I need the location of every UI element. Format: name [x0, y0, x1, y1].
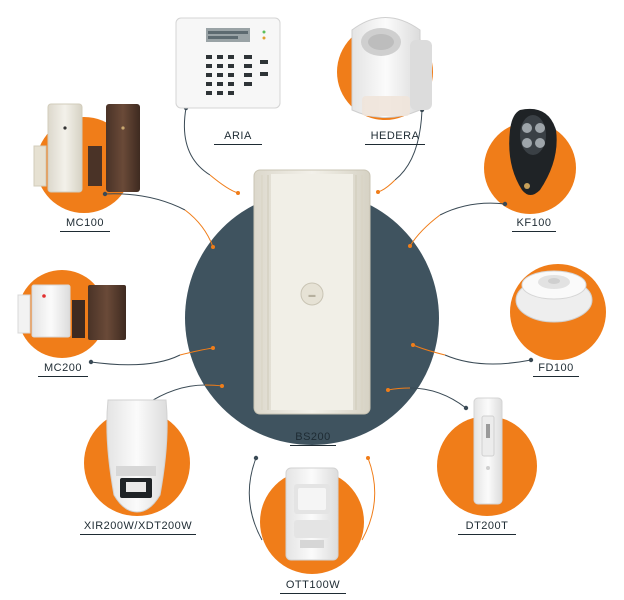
ott100w-label: OTT100W — [285, 579, 341, 591]
dt200t-sensor — [473, 397, 503, 505]
fd100-detector — [515, 270, 593, 323]
ott100w-sensor — [285, 467, 339, 561]
ott100w-label-wrap: OTT100W — [280, 579, 346, 594]
connector-ott100w-left — [248, 457, 263, 541]
xir200w-sensor — [106, 399, 168, 513]
svg-text:▬: ▬ — [309, 292, 316, 299]
connector-ott100w-right — [361, 457, 376, 541]
aria-label-wrap: ARIA — [214, 130, 262, 145]
mc200-contacts — [17, 284, 126, 340]
xir200w-label-wrap: XIR200W/XDT200W — [80, 520, 196, 535]
connector-kf100 — [439, 202, 506, 216]
hedera-label: HEDERA — [370, 130, 420, 142]
mc200-label-wrap: MC200 — [38, 362, 88, 377]
connector-aria — [183, 107, 211, 176]
xir200w-label: XIR200W/XDT200W — [83, 520, 193, 532]
aria-keypad — [175, 17, 281, 109]
mc100-contacts — [33, 103, 140, 193]
fd100-label: FD100 — [538, 362, 574, 374]
fd100-label-wrap: FD100 — [533, 362, 579, 377]
bs200-label: BS200 — [295, 431, 331, 443]
mc100-label-wrap: MC100 — [60, 217, 110, 232]
bs200-device: ▬ — [253, 169, 371, 415]
bs200-label-wrap: BS200 — [290, 431, 336, 446]
mc200-label: MC200 — [44, 362, 82, 374]
mc100-label: MC100 — [66, 217, 104, 229]
connector-fd100 — [444, 354, 532, 365]
dt200t-label-wrap: DT200T — [458, 520, 516, 535]
connector-mc200 — [90, 354, 181, 366]
aria-label: ARIA — [224, 130, 252, 142]
kf100-remote — [509, 108, 557, 195]
connector-hedera — [394, 109, 423, 181]
connector-dt200t — [409, 387, 467, 409]
kf100-label: KF100 — [516, 217, 552, 229]
connector-mc100 — [104, 193, 186, 211]
hedera-siren — [351, 17, 432, 118]
kf100-label-wrap: KF100 — [512, 217, 556, 232]
bs200-logo-badge — [300, 282, 324, 306]
dt200t-label: DT200T — [465, 520, 509, 532]
hedera-label-wrap: HEDERA — [365, 130, 425, 145]
